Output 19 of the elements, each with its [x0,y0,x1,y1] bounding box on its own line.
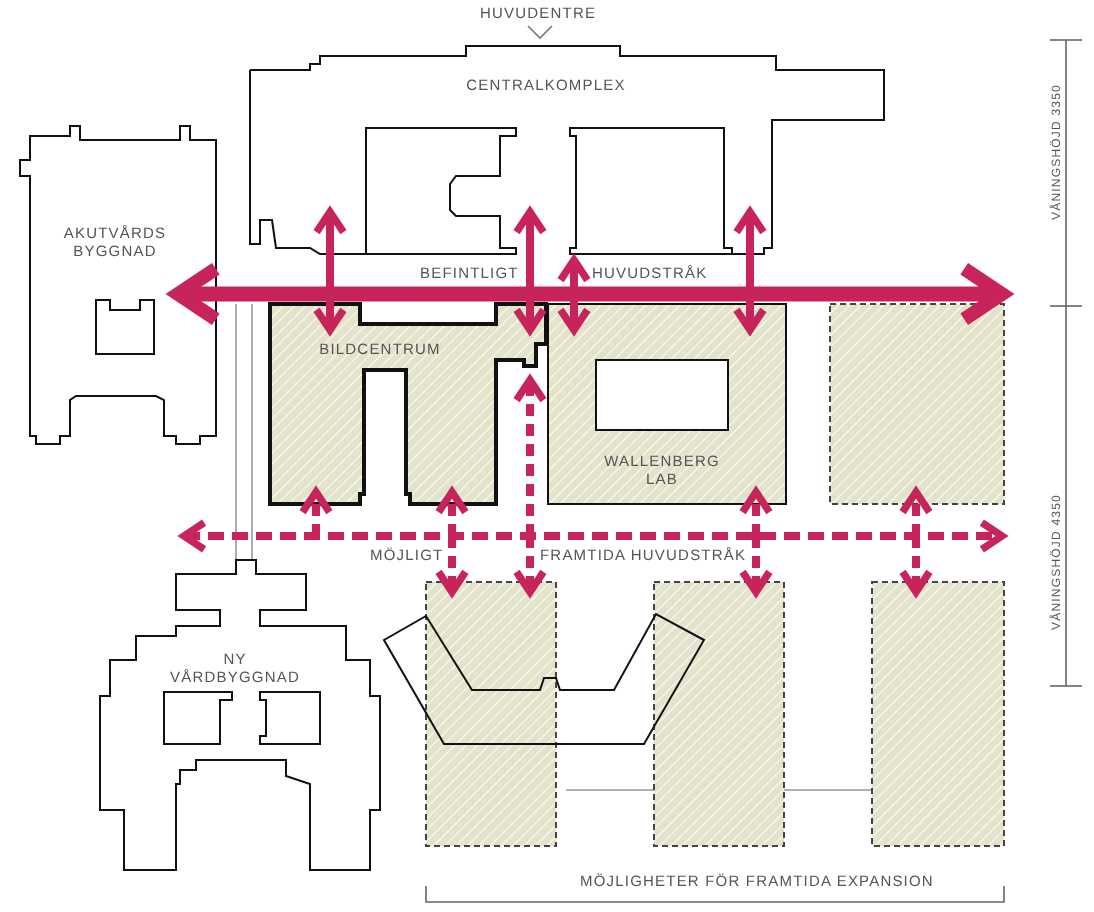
arrow [556,256,592,334]
expansion-plot [829,303,1005,505]
expansion-plot [871,581,1005,847]
arrow [512,536,548,596]
arrow [312,208,348,334]
arrow [898,536,934,596]
arrow [732,208,768,334]
arrow [738,488,774,536]
arrow [171,261,1009,327]
expansion-plot [653,581,785,847]
arrow [738,536,774,596]
arrow [512,376,548,536]
arrow [434,536,470,596]
expansion-plot [425,581,557,847]
arrow [298,488,334,536]
building-outline [382,612,706,745]
arrow [898,488,934,536]
arrow [434,488,470,536]
arrow [512,208,548,334]
